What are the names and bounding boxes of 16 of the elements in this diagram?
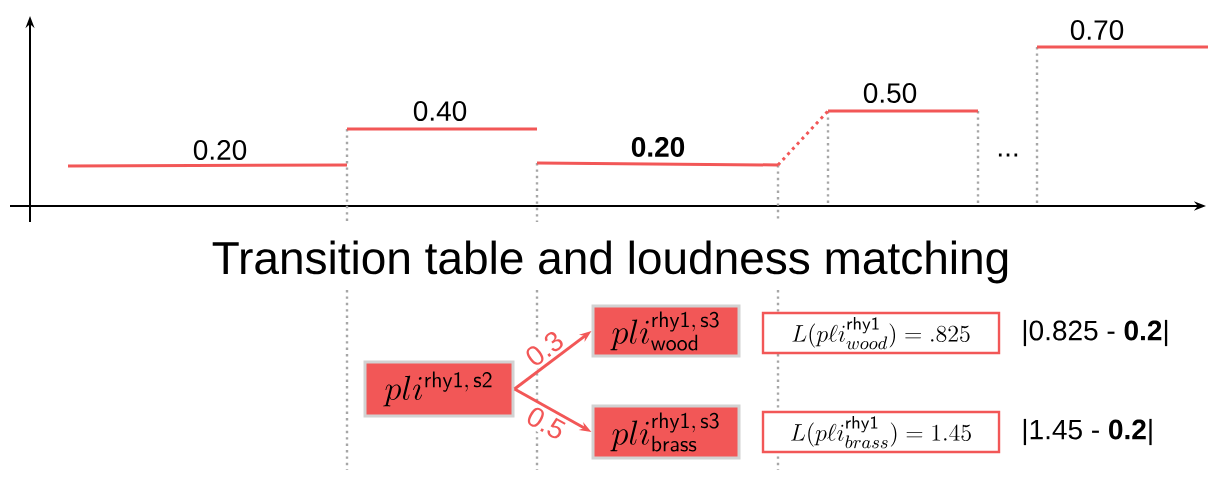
- difference-label: |0.825 - 0.2|: [1023, 319, 1168, 347]
- level-label: 0.70: [1070, 20, 1124, 40]
- title: Transition table and loudness matching: [212, 240, 1008, 284]
- level-label: 0.20: [193, 140, 247, 160]
- state-box: $pli^{\mathsf{rhy1,\,s3}}_{\mathsf{brass}}$: [591, 404, 741, 460]
- difference-label: |1.45 - 0.2|: [1023, 418, 1152, 446]
- level-label: 0.40: [413, 101, 467, 121]
- loudness-box: $L(p\ell i_{brass}^{\mathsf{rhy1}}) = 1.45$: [761, 410, 1001, 454]
- state-box: $pli^{\mathsf{rhy1,\,s2}}$: [363, 360, 515, 418]
- level-label: 0.20: [631, 137, 685, 157]
- edge-label: 0.3: [520, 326, 569, 371]
- level-label: ...: [998, 153, 1018, 157]
- edge-label: 0.5: [521, 402, 571, 444]
- state-box: $pli^{\mathsf{rhy1,\,s3}}_{\mathsf{wood}}$: [591, 304, 741, 358]
- loudness-box: $L(p\ell i_{wood}^{\mathsf{rhy1}}) = .825$: [761, 311, 1001, 355]
- level-label: 0.50: [863, 83, 917, 103]
